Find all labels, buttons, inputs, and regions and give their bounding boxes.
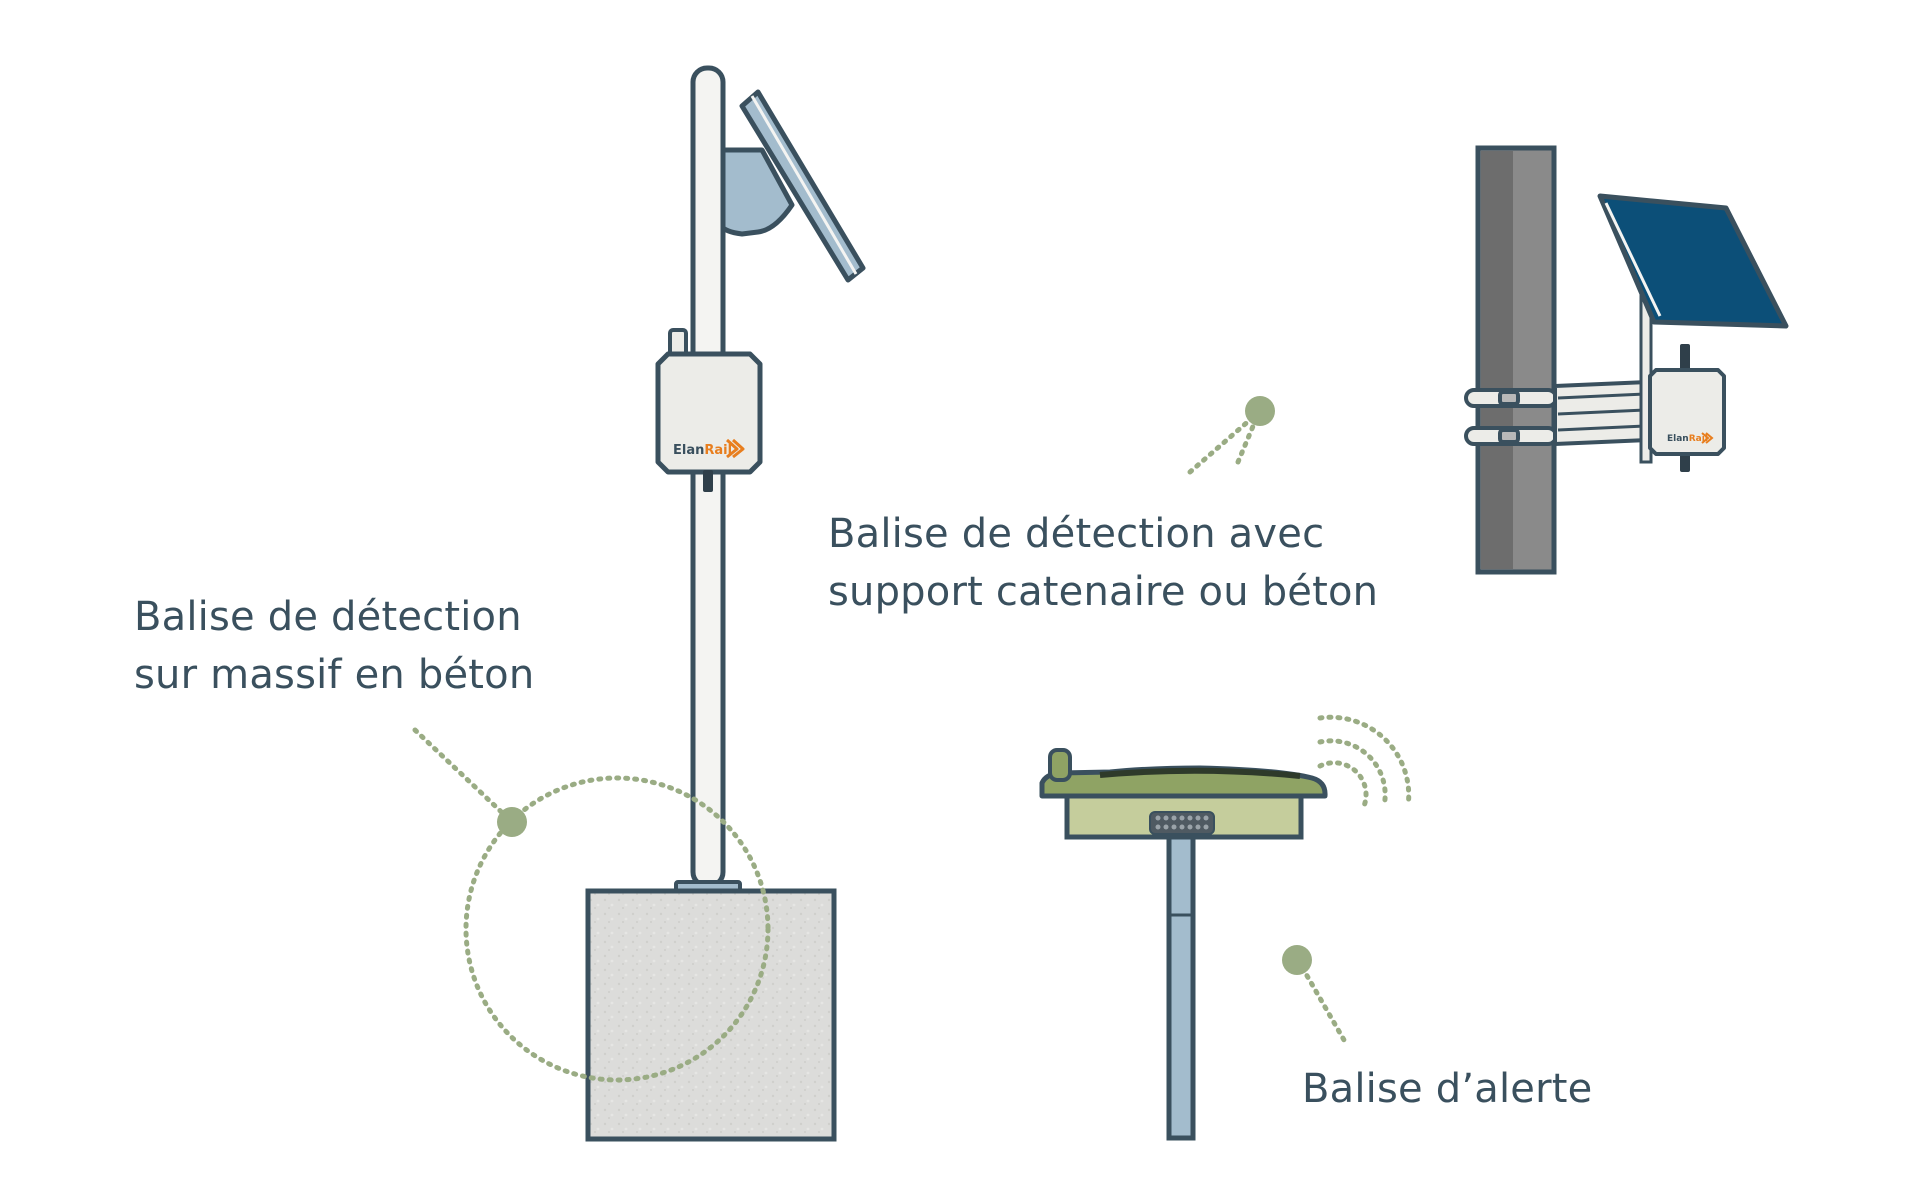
logo-chevron-icon [725,438,745,459]
label-beacon-on-concrete: Balise de détection sur massif en béton [134,588,534,704]
label-line: sur massif en béton [134,652,535,698]
logo-elanrail-small: ElanRail [1667,434,1708,444]
wireless-signal-icon [1317,714,1412,809]
solar-panel-icon [739,89,866,283]
alert-pole [1166,829,1196,1141]
detection-box-small [1648,368,1726,456]
alert-marker [1282,945,1347,1043]
label-beacon-on-catenary: Balise de détection avec support catenai… [828,505,1378,621]
pole-clamps [1464,388,1558,446]
concrete-block [585,888,837,1142]
label-line: Balise d’alerte [1302,1066,1593,1112]
beacon-on-catenary: ElanRail [1464,145,1789,575]
beacon-on-concrete: ElanRail [585,65,866,1142]
catenary-marker [1187,396,1275,475]
alert-beacon [1039,714,1412,1141]
logo-elanrail: ElanRail [673,443,732,458]
speaker-grille [1149,811,1215,835]
label-line: support catenaire ou béton [828,569,1379,615]
cable-gland [703,470,713,492]
label-line: Balise de détection avec [828,511,1325,557]
label-alert-beacon: Balise d’alerte [1302,1060,1592,1118]
label-line: Balise de détection [134,594,522,640]
detection-range-marker [412,727,771,1083]
alert-antenna [1048,748,1072,782]
solar-panel-icon [1597,193,1789,329]
